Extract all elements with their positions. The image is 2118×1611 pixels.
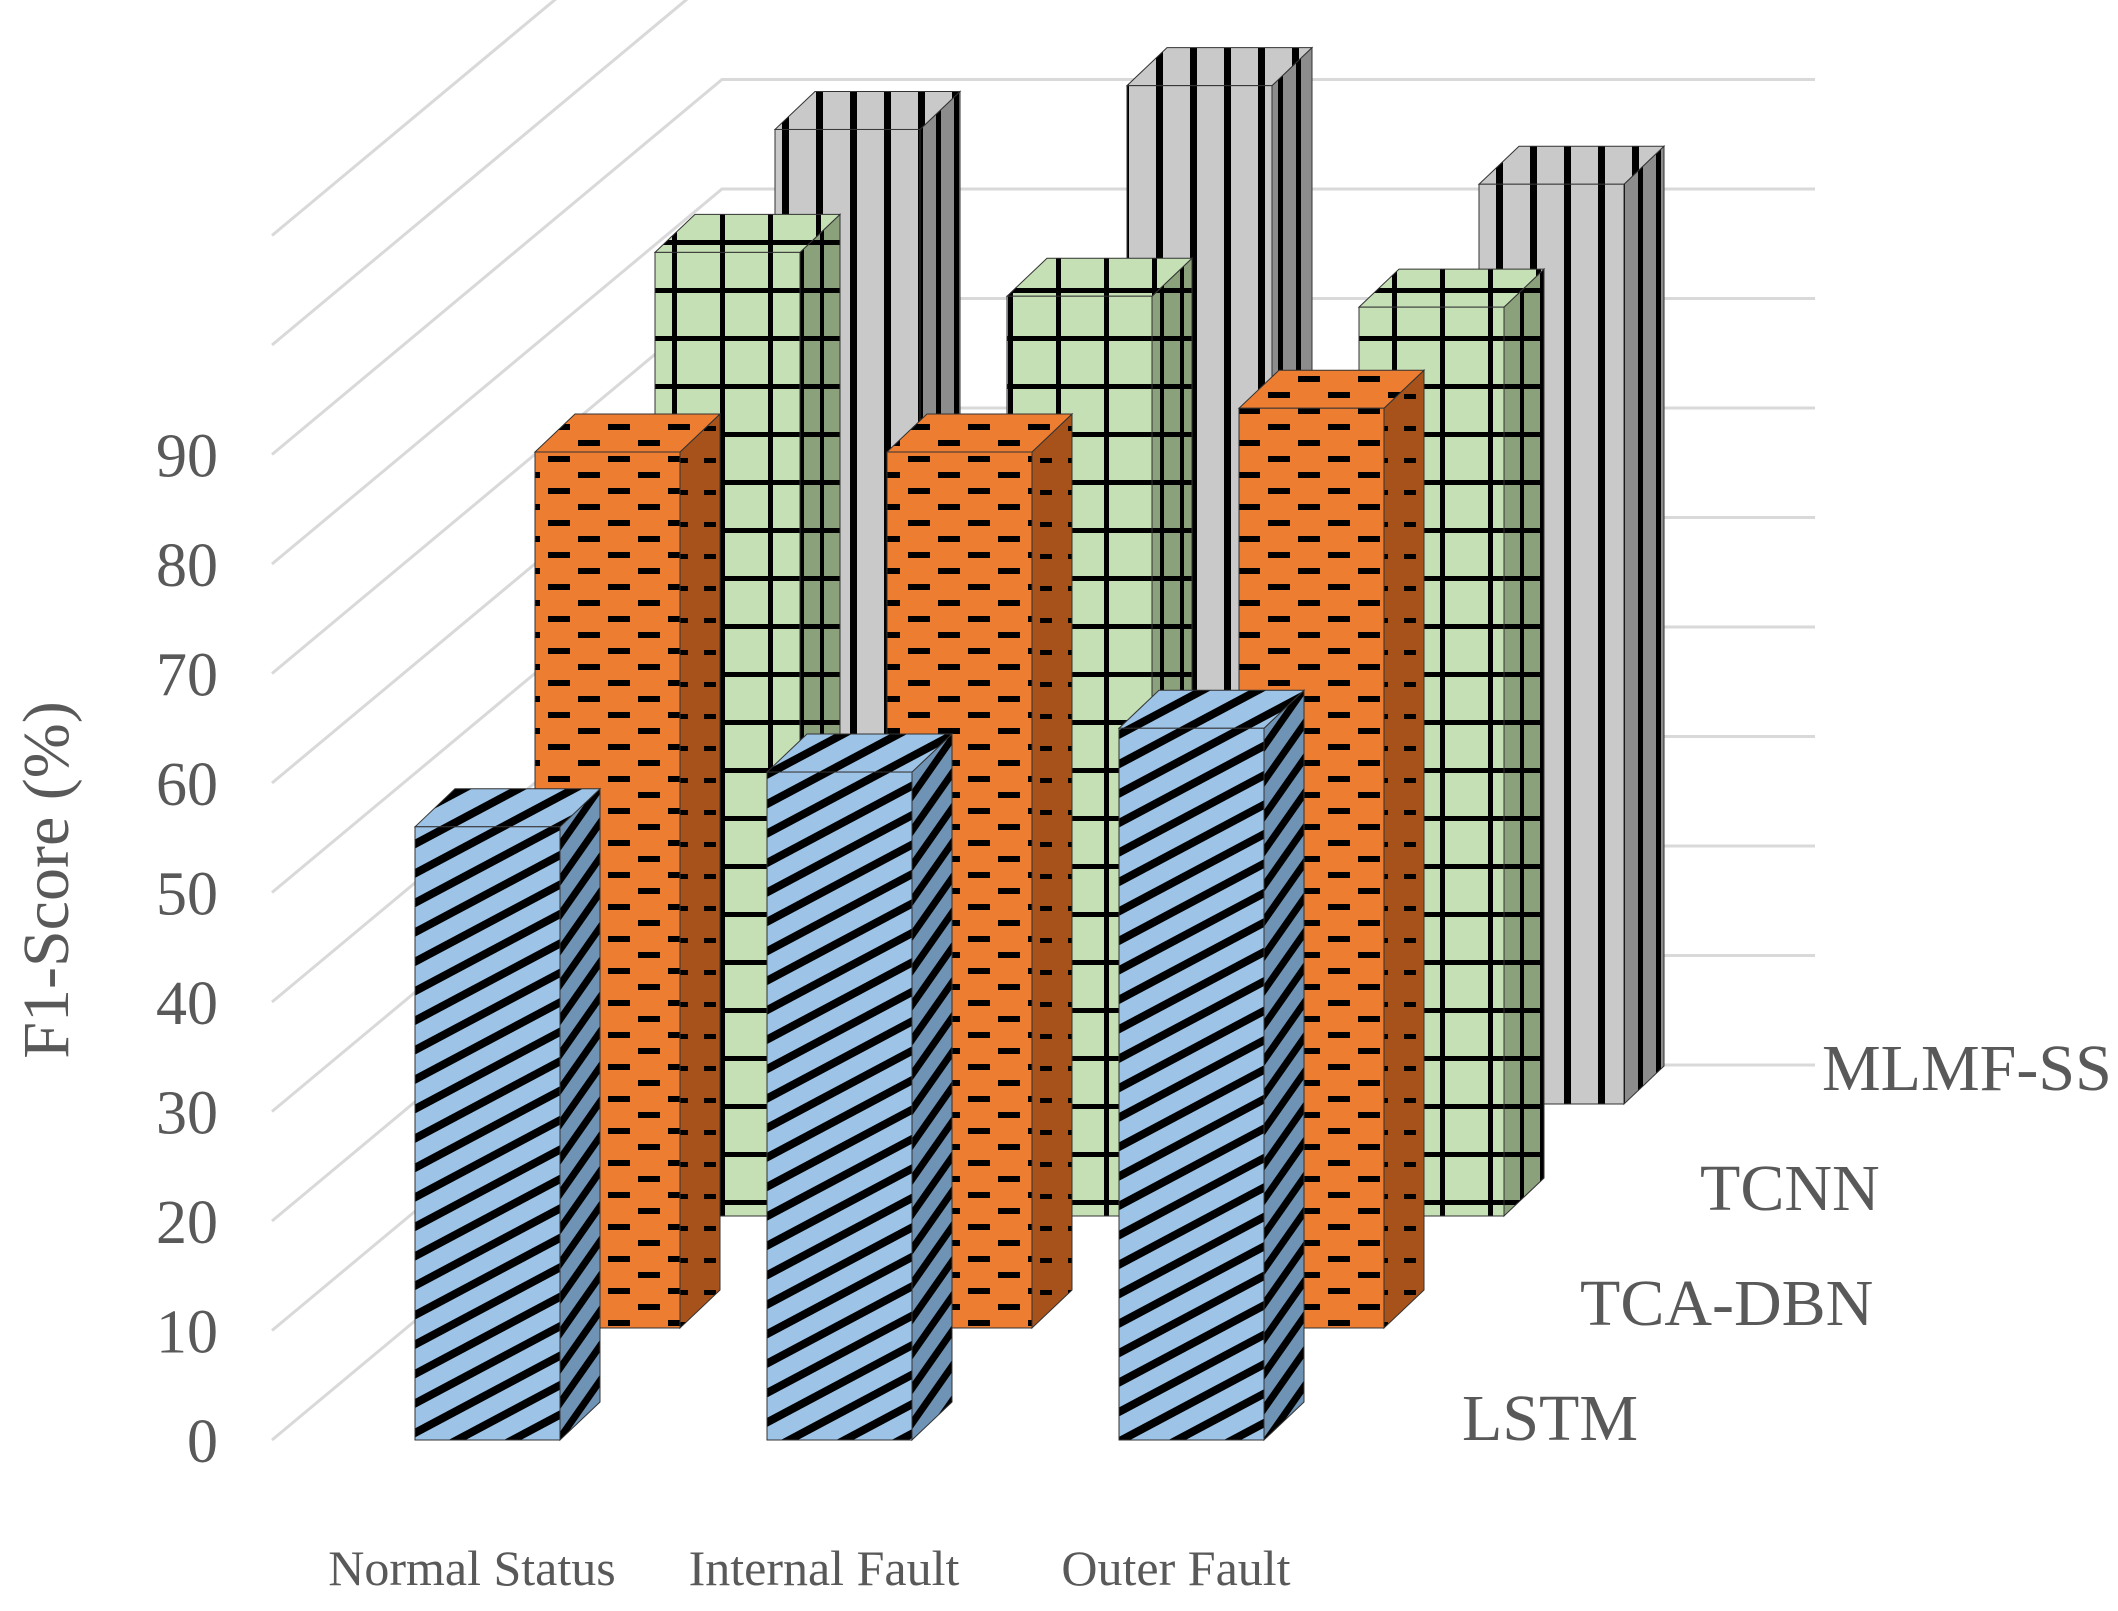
category-labels: Normal Status Internal Fault Outer Fault [328, 1540, 1290, 1596]
y-tick-label: 30 [156, 1080, 218, 1148]
y-tick-label: 80 [156, 532, 218, 600]
series-label: MLMF-SS [1822, 1032, 2112, 1105]
bar-front [414, 826, 561, 1441]
y-tick-label: 0 [187, 1408, 218, 1476]
y-tick-label: 60 [156, 751, 218, 819]
gridline [271, 78, 1815, 456]
y-tick-label: 40 [156, 970, 218, 1038]
bar-side [1031, 412, 1073, 1330]
bar-side [1263, 689, 1305, 1442]
bar-side [679, 412, 721, 1330]
y-axis-ticks: 0 10 20 30 40 50 60 70 80 90 [156, 423, 218, 1477]
series-label: LSTM [1462, 1382, 1638, 1455]
bar-side [1623, 145, 1665, 1106]
bar-front [1118, 727, 1265, 1441]
y-tick-label: 10 [156, 1299, 218, 1367]
bar-front [766, 771, 913, 1441]
y-tick-label: 90 [156, 423, 218, 491]
bar-side [1383, 369, 1425, 1330]
y-tick-label: 70 [156, 642, 218, 710]
gridline [271, 0, 689, 347]
bar-mlmf-ss-3 [1477, 145, 1666, 1106]
y-tick-label: 50 [156, 861, 218, 929]
bar-lstm-2 [765, 732, 954, 1442]
category-label: Outer Fault [1061, 1540, 1290, 1596]
series-label: TCA-DBN [1580, 1267, 1873, 1340]
series-depth-labels: LSTM TCA-DBN TCNN MLMF-SS [1462, 1032, 2112, 1455]
category-label: Internal Fault [689, 1540, 960, 1596]
bar-lstm-3 [1117, 689, 1306, 1442]
bar-tca-dbn-3 [1237, 369, 1426, 1330]
bar-lstm-1 [413, 787, 602, 1442]
y-axis-label: F1-Score (%) [10, 701, 83, 1058]
gridline [271, 187, 1815, 566]
category-label: Normal Status [328, 1540, 615, 1596]
series-label: TCNN [1700, 1152, 1880, 1225]
bar-side [559, 787, 601, 1442]
gridline [271, 0, 557, 237]
bars [413, 46, 1666, 1442]
bar-side [1503, 267, 1545, 1218]
bar-side [911, 732, 953, 1442]
y-tick-label: 20 [156, 1189, 218, 1257]
